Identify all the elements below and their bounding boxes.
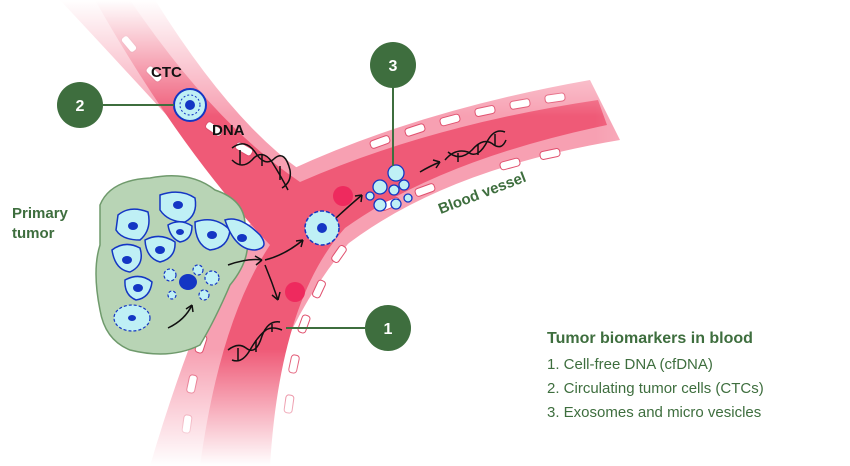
red-blood-cell <box>333 186 353 206</box>
legend-item: 1. Cell-free DNA (cfDNA) <box>547 356 713 373</box>
legend-title: Tumor biomarkers in blood <box>547 330 753 347</box>
primary-tumor-label-line1: Primary <box>12 205 68 222</box>
primary-tumor-label: Primary tumor <box>12 204 92 244</box>
ctc-cell-icon <box>173 88 207 122</box>
callout-1-number: 1 <box>384 321 393 338</box>
primary-tumor-label-line2: tumor <box>12 225 55 242</box>
red-blood-cell <box>285 282 305 302</box>
dna-strand-icon <box>231 143 292 191</box>
circulating-tumor-cell <box>304 210 340 246</box>
callout-2-number: 2 <box>76 98 85 115</box>
dna-strand-icon <box>444 130 507 162</box>
primary-tumor <box>95 175 265 355</box>
callout-3: 3 <box>370 42 416 88</box>
legend: Tumor biomarkers in blood 1. Cell-free D… <box>547 330 764 425</box>
legend-item: 2. Circulating tumor cells (CTCs) <box>547 380 764 397</box>
dna-label: DNA <box>212 122 245 139</box>
ctc-label: CTC <box>151 64 182 81</box>
dna-strand-icon <box>227 321 283 362</box>
callout-3-number: 3 <box>389 58 398 75</box>
callout-1: 1 <box>365 305 411 351</box>
callout-lines <box>103 86 394 329</box>
callout-2: 2 <box>57 82 103 128</box>
flow-arrows <box>227 159 441 301</box>
legend-item: 3. Exosomes and micro vesicles <box>547 404 762 421</box>
exosomes-cluster <box>365 164 413 212</box>
